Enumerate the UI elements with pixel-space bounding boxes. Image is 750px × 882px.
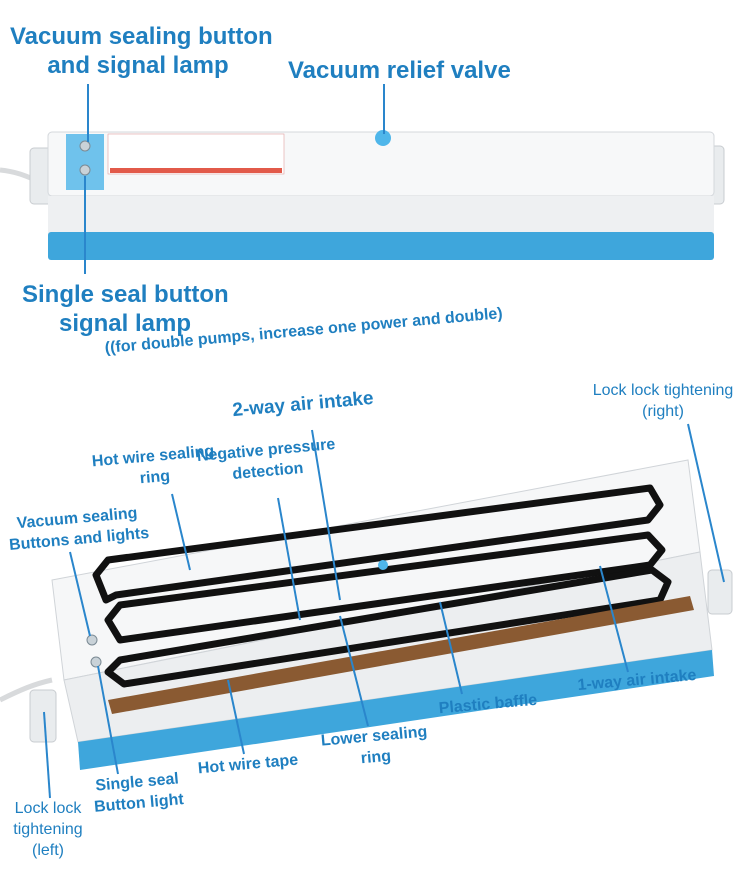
label-line: (left)	[32, 842, 64, 859]
pointer-line	[171, 493, 191, 571]
label-lock-left: Lock lock tightening (left)	[6, 798, 90, 861]
label-line: and signal lamp	[47, 52, 229, 79]
label-line: Lock lock tightening	[592, 382, 734, 399]
label-line: Lock lock	[14, 800, 82, 817]
pointer-line	[383, 84, 385, 134]
pointer-line	[311, 429, 341, 601]
label-lock-right: Lock lock tightening (right)	[580, 380, 746, 422]
pointer-line	[277, 497, 301, 621]
pointer-line	[97, 665, 119, 775]
label-line: tightening	[13, 821, 83, 838]
pointer-line	[599, 565, 629, 673]
label-line: (right)	[642, 403, 684, 420]
label-vacuum-relief-valve: Vacuum relief valve	[288, 57, 511, 84]
label-line: signal lamp	[58, 310, 192, 337]
pointer-line	[43, 711, 51, 799]
pointer-line	[439, 601, 463, 695]
pointer-line	[687, 423, 725, 583]
open-sealer-image	[0, 459, 733, 770]
pointer-line	[69, 551, 91, 637]
label-single-seal-button: Single seal button signal lamp	[22, 280, 229, 338]
pointer-line	[84, 176, 86, 274]
label-line: Vacuum sealing button	[10, 23, 273, 50]
label-line: Single seal button	[22, 281, 229, 308]
closed-sealer-image	[0, 130, 725, 260]
pointer-line	[227, 679, 245, 755]
pointer-line	[339, 615, 369, 727]
label-vacuum-sealing-button: Vacuum sealing button and signal lamp	[10, 22, 273, 80]
pointer-line	[87, 84, 89, 142]
